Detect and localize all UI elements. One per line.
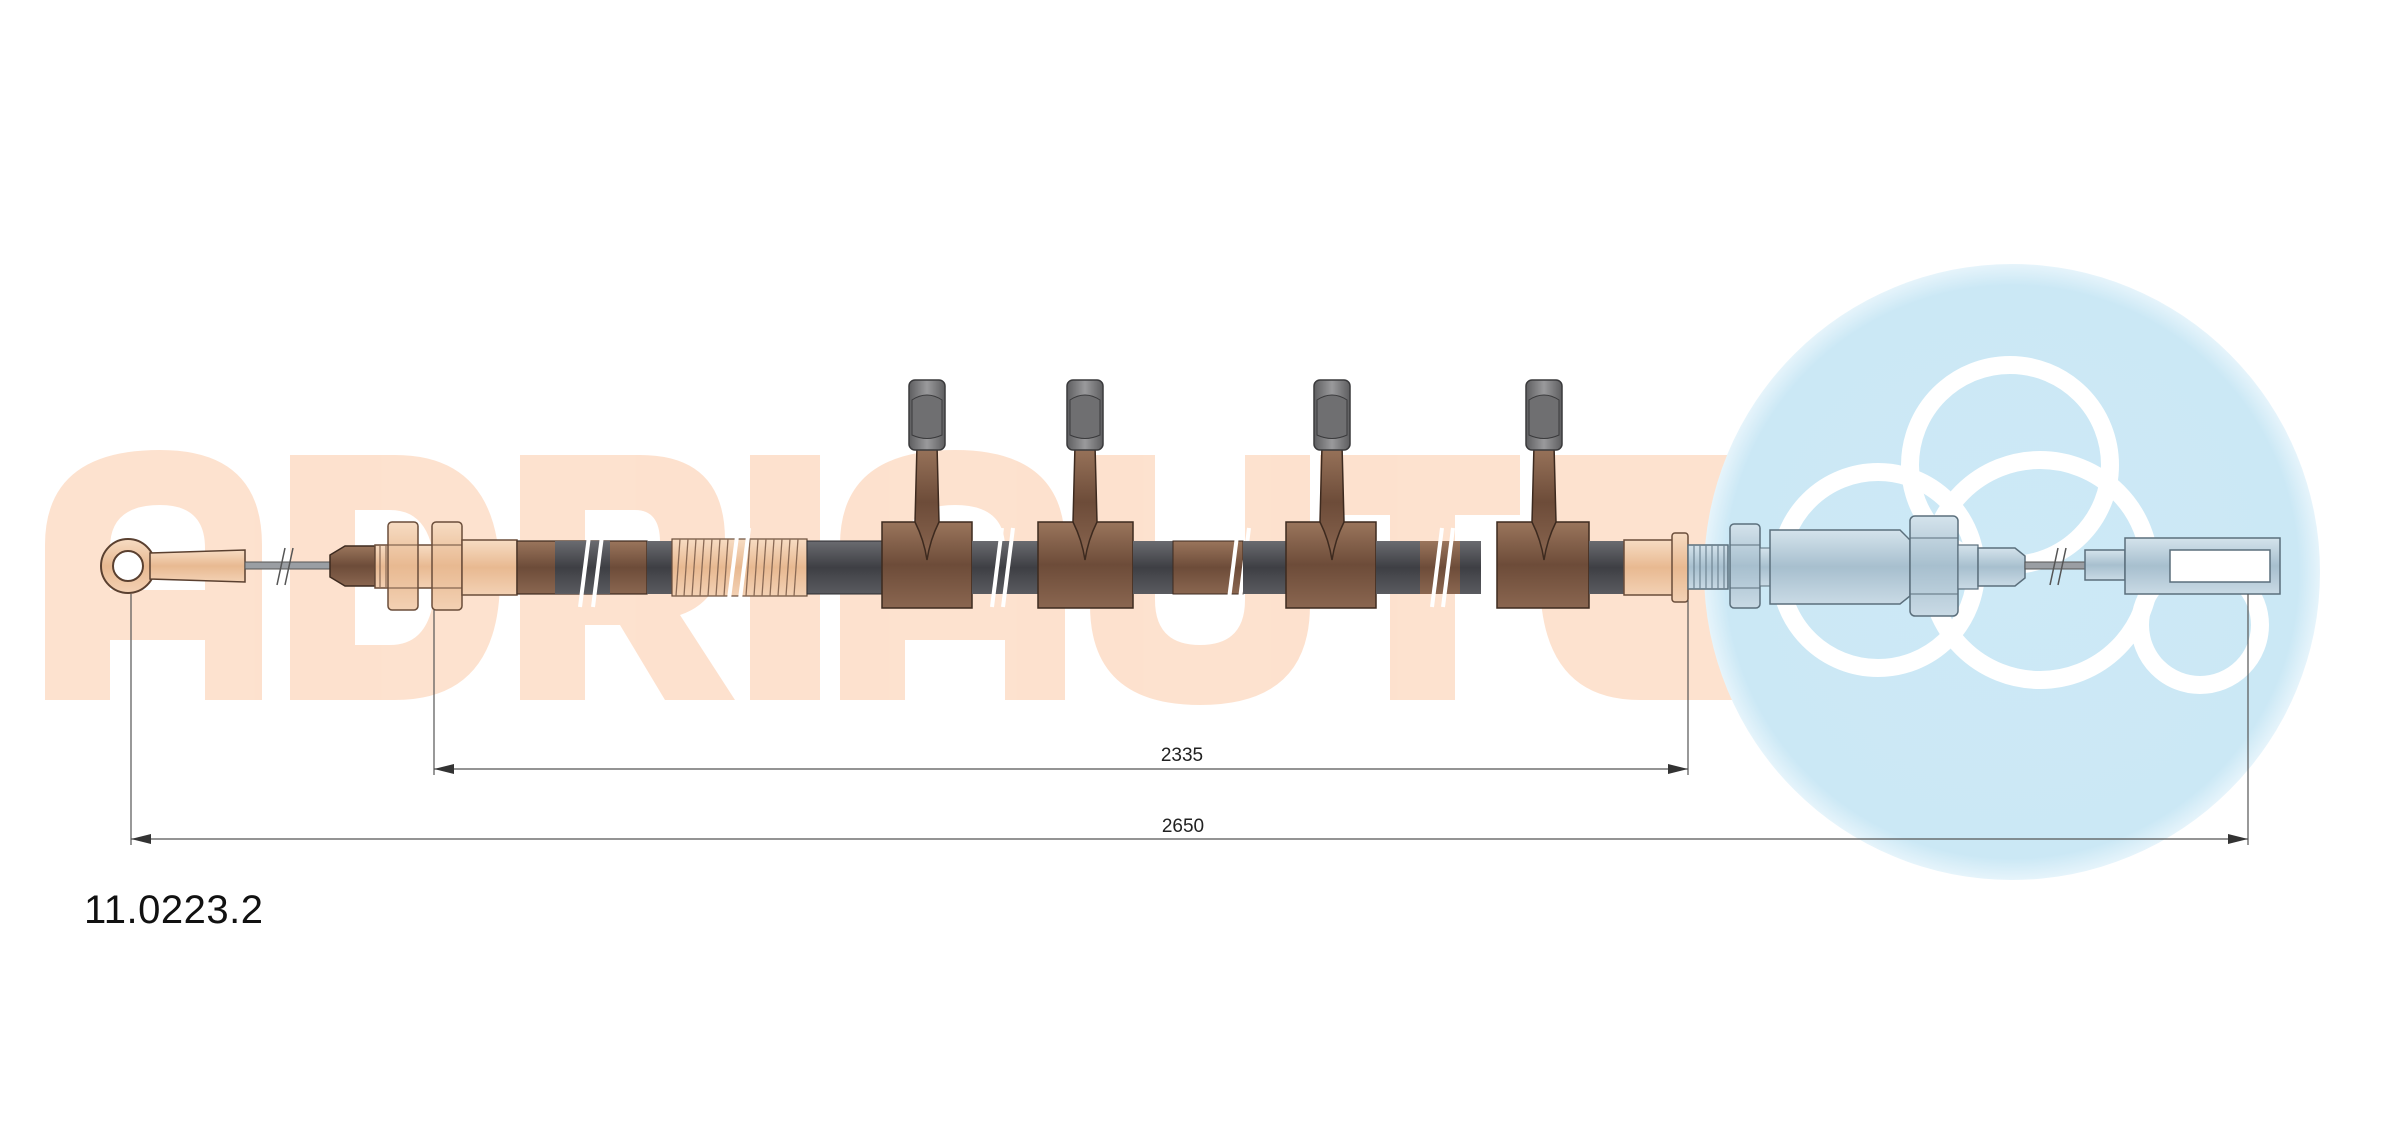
ferrule-right bbox=[1623, 539, 1675, 596]
hex-nut-left-1 bbox=[387, 521, 419, 611]
cable-assembly bbox=[100, 379, 2281, 617]
dimension-inner: 2335 bbox=[434, 745, 1688, 774]
eyelet-end bbox=[100, 538, 246, 594]
dimension-inner-label: 2335 bbox=[1161, 745, 1203, 766]
watermark-letter-a2 bbox=[840, 450, 1065, 700]
watermark-letter-a1 bbox=[45, 450, 262, 700]
watermark-letter-u bbox=[1090, 455, 1310, 705]
clevis-end bbox=[2124, 537, 2281, 595]
mounting-clip-4 bbox=[1496, 379, 1590, 609]
spring-coil bbox=[671, 527, 808, 608]
adjuster-fitting-right bbox=[1687, 515, 2026, 617]
ferrule-left bbox=[329, 545, 376, 587]
mounting-clip-3 bbox=[1285, 379, 1377, 609]
dimension-outer-label: 2650 bbox=[1162, 816, 1204, 837]
mounting-clip-2 bbox=[1037, 379, 1134, 609]
dimension-lines bbox=[130, 594, 2249, 845]
hex-nut-left-2 bbox=[431, 521, 463, 611]
part-number: 11.0223.2 bbox=[84, 888, 264, 932]
mounting-clip-1 bbox=[881, 379, 973, 609]
dimension-outer: 2650 bbox=[131, 816, 2248, 844]
watermark-letter-d bbox=[290, 455, 500, 700]
